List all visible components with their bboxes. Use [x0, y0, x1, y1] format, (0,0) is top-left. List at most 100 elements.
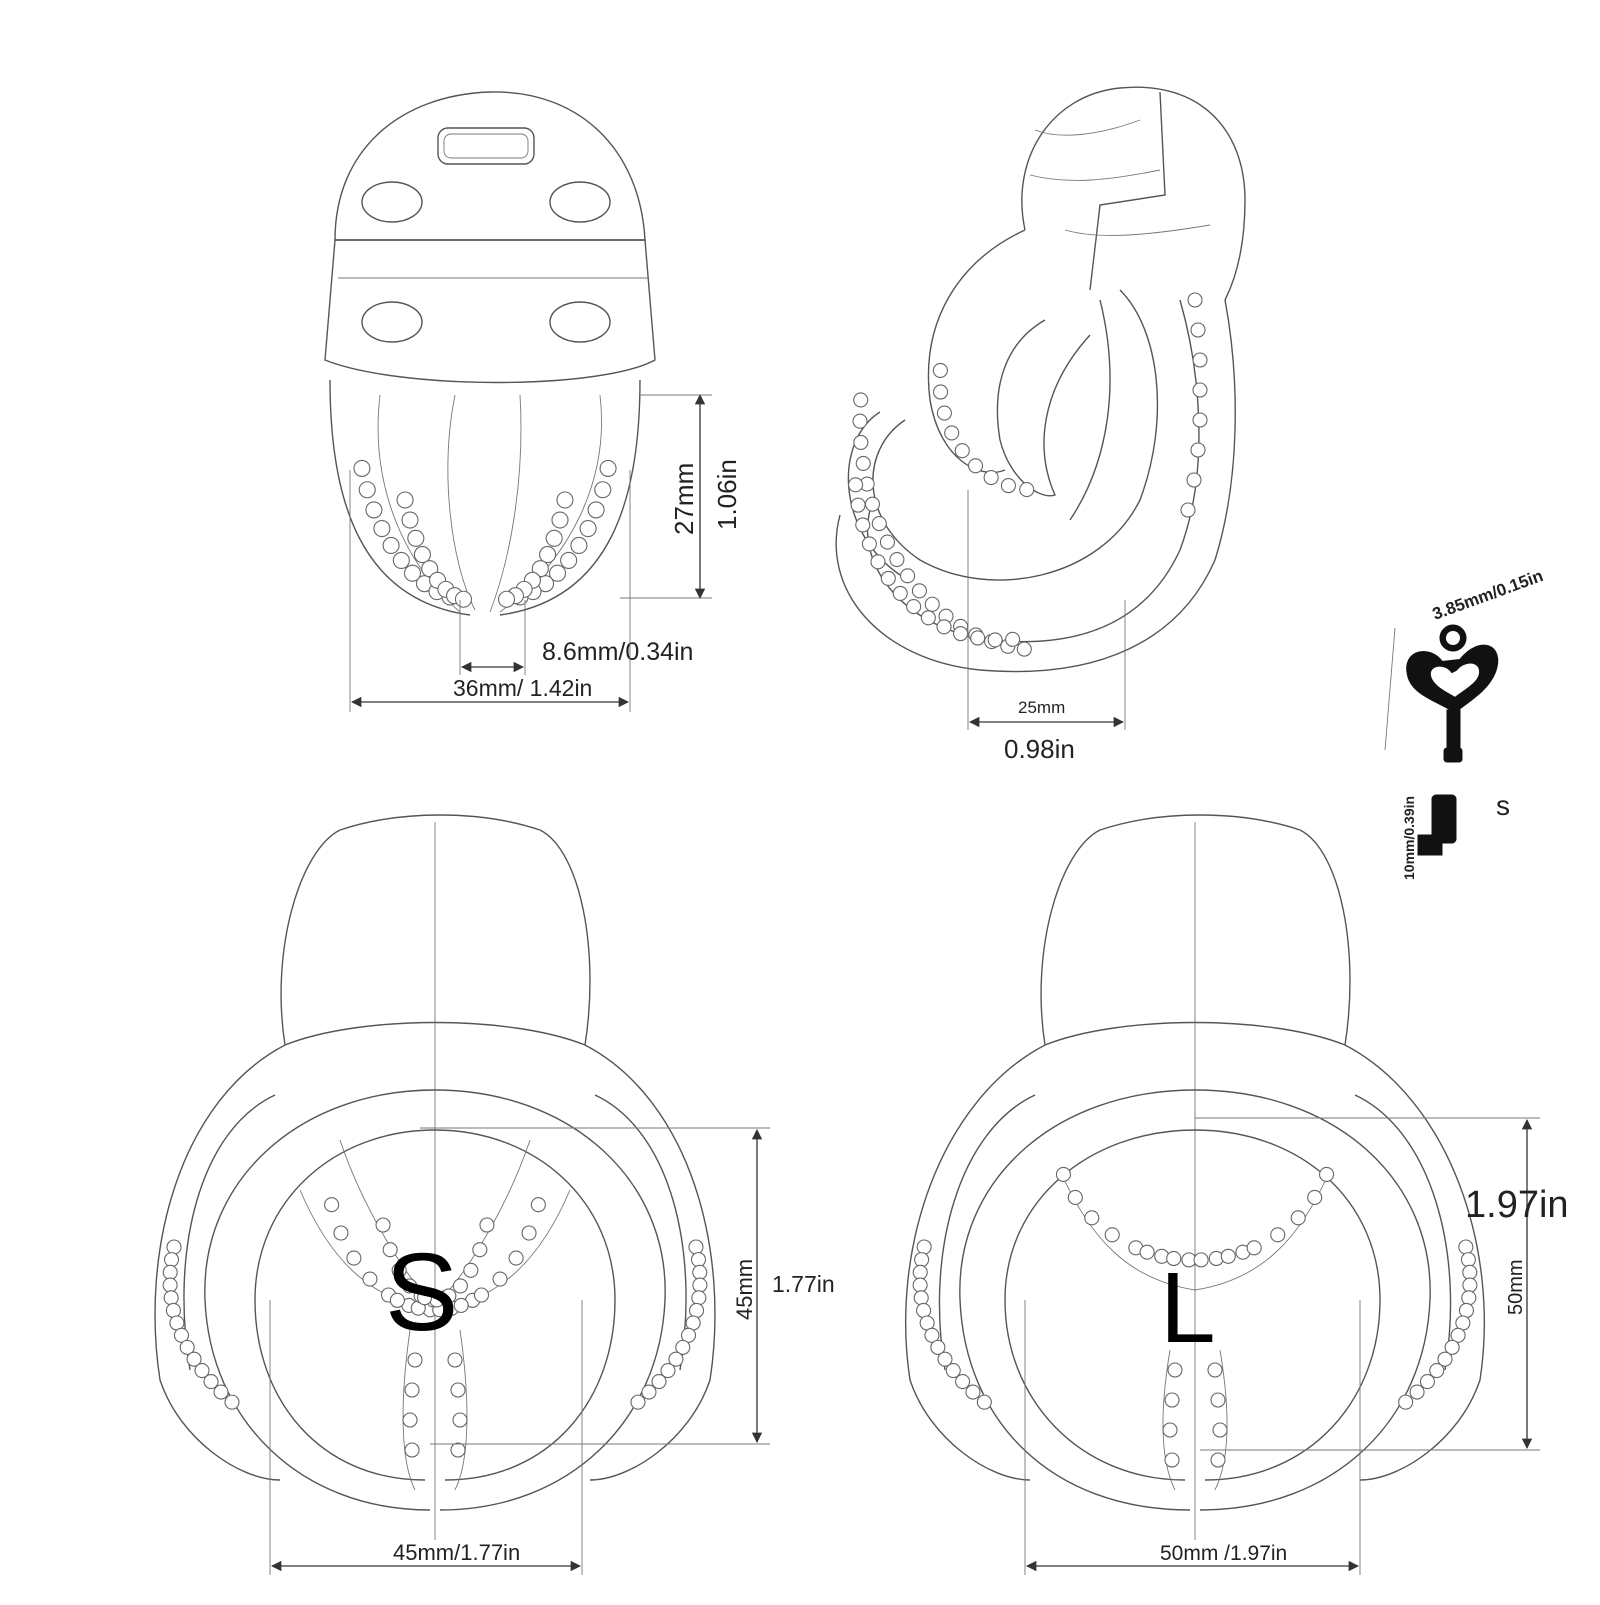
sucker-circle [967, 458, 984, 474]
large-ring-height-dimension: 1.97in 50mm [1195, 1117, 1569, 1451]
sucker-circle [689, 1302, 705, 1319]
sucker-circle [1207, 1362, 1223, 1378]
sucker-circle [916, 1239, 932, 1255]
sucker-circle [944, 425, 960, 441]
side-width-in: 0.98in [1004, 734, 1075, 764]
sucker-circle [353, 459, 371, 477]
sucker-circle [924, 596, 940, 612]
sucker-circle [521, 1225, 537, 1241]
sucker-circle [163, 1252, 180, 1268]
sucker-circle [473, 1287, 490, 1303]
sucker-circle [362, 1271, 378, 1287]
sucker-circle [579, 520, 597, 538]
large-width-label: 50mm /1.97in [1160, 1542, 1287, 1565]
sucker-circle [1104, 1227, 1120, 1243]
sucker-circle [906, 599, 922, 615]
front-view-width-dimension: 36mm/ 1.42in [349, 470, 631, 712]
sucker-circle [548, 564, 567, 582]
sucker-circle [346, 1250, 362, 1266]
sucker-circle [472, 1242, 488, 1258]
sucker-circle [333, 1225, 349, 1241]
sucker-circle [1419, 1373, 1435, 1390]
sucker-circle [404, 1382, 420, 1398]
sucker-circle [1460, 1252, 1476, 1268]
front-gap-label: 8.6mm/0.34in [542, 638, 693, 666]
sucker-circle [936, 619, 952, 635]
sucker-circle [1307, 1189, 1323, 1205]
sucker-circle [855, 517, 871, 533]
sucker-circle [660, 1362, 676, 1379]
sucker-circle [1461, 1290, 1477, 1306]
sucker-circle [417, 1290, 433, 1306]
sucker-circle [391, 1262, 407, 1278]
sucker-circle [173, 1327, 190, 1343]
sucker-circle [871, 516, 887, 532]
sucker-circle [463, 1262, 479, 1278]
sucker-circle [453, 1297, 469, 1313]
key-size-label: 3.85mm/0.15in [1430, 566, 1546, 624]
sucker-circle [630, 1394, 646, 1410]
sucker-circle [452, 1412, 468, 1428]
sucker-circle [163, 1290, 179, 1306]
sucker-circle [560, 551, 578, 569]
sucker-circle [911, 583, 927, 599]
sucker-circle [508, 1250, 524, 1266]
sucker-circle [680, 1327, 697, 1343]
sucker-circle [1190, 322, 1206, 338]
sucker-circle [587, 501, 605, 519]
sucker-circle [916, 1302, 932, 1319]
sucker-circle [1462, 1277, 1478, 1293]
sucker-circle [1210, 1392, 1226, 1408]
sucker-circle [545, 529, 563, 547]
sucker-circle [166, 1239, 182, 1255]
sucker-circle [1192, 412, 1208, 428]
sucker-circle [1210, 1452, 1226, 1468]
large-size-letter: L [1160, 1252, 1216, 1364]
sucker-circle [1139, 1244, 1155, 1260]
sucker-circle [852, 413, 868, 429]
sucker-circle [691, 1290, 707, 1306]
sucker-circle [954, 443, 970, 459]
large-ring-drawing: L [904, 814, 1486, 1540]
front-height-in: 1.06in [712, 459, 742, 530]
sucker-circle [853, 392, 869, 408]
sucker-circle [1186, 472, 1202, 488]
large-ring-width-dimension: 50mm /1.97in [1024, 1300, 1361, 1575]
sucker-circle [914, 1252, 930, 1268]
sucker-circle [1458, 1302, 1474, 1319]
sucker-circle [1005, 631, 1021, 647]
sucker-circle [1055, 1166, 1071, 1183]
sucker-circle [855, 455, 871, 471]
lock-size-label: 10mm/0.39in [1401, 796, 1417, 880]
sucker-circle [179, 1339, 195, 1355]
sucker-circle [641, 1384, 657, 1400]
sucker-circle [389, 1292, 405, 1308]
sucker-circle [324, 1197, 340, 1213]
sucker-circle [1180, 502, 1196, 518]
key-drawing: 3.85mm/0.15in [1384, 566, 1546, 763]
sucker-circle [953, 626, 969, 642]
sucker-circle [987, 632, 1003, 648]
lock-drawing: 10mm/0.39in s [1401, 790, 1510, 880]
sucker-circle [162, 1277, 178, 1293]
large-height-mm: 50mm [1505, 1259, 1527, 1315]
sucker-circle [1164, 1452, 1180, 1468]
sucker-circle [1462, 1264, 1478, 1280]
sucker-circle [1319, 1166, 1335, 1183]
sucker-circle [1220, 1248, 1236, 1264]
sucker-circle [373, 520, 391, 538]
sucker-circle [920, 610, 936, 626]
sucker-circle [402, 1278, 418, 1294]
sucker-circle [1246, 1240, 1262, 1256]
sucker-circle [407, 529, 425, 547]
sucker-circle [1398, 1394, 1414, 1410]
sucker-circle [454, 590, 473, 608]
sucker-circle [900, 568, 916, 584]
sucker-circle [186, 1351, 202, 1367]
sucker-circle [539, 546, 557, 564]
sucker-circle [447, 1352, 463, 1368]
sucker-circle [403, 564, 422, 582]
sucker-circle [924, 1327, 940, 1343]
sucker-circle [1409, 1384, 1425, 1400]
